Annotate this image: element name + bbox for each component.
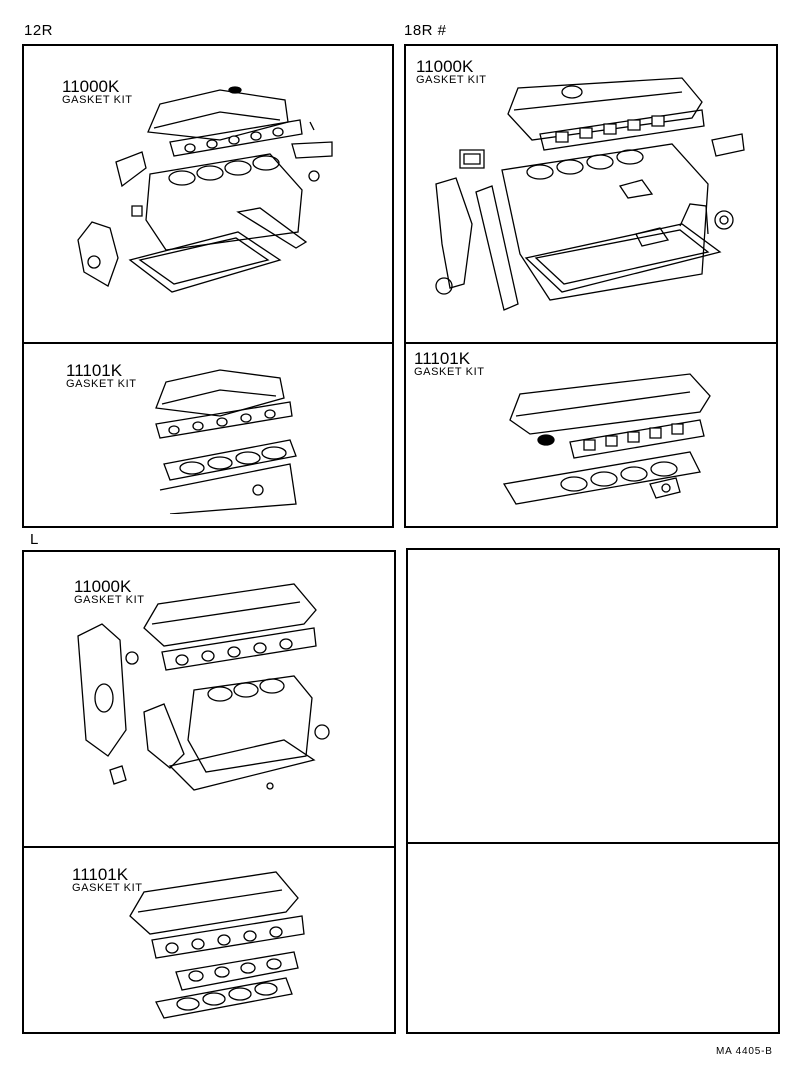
full-engine-gasket-set-icon (74, 580, 346, 794)
part-number-12r-11101k: 11101K (66, 361, 123, 380)
panel-divider-empty (406, 842, 780, 844)
part-description-18r-11000k: GASKET KIT (416, 74, 487, 86)
section-label-18r: 18R # (404, 22, 447, 39)
full-engine-gasket-set-icon (70, 82, 340, 302)
part-description-l-11000k: GASKET KIT (74, 594, 145, 606)
head-gasket-set-icon (140, 364, 310, 514)
panel-18r (404, 44, 778, 528)
panel-l (22, 550, 396, 1034)
panel-divider-l (22, 846, 396, 848)
panel-divider-18r (404, 342, 778, 344)
head-gasket-set-icon (126, 868, 316, 1020)
part-number-18r-11101k: 11101K (414, 349, 471, 368)
panel-divider-12r (22, 342, 394, 344)
head-gasket-set-icon (500, 364, 722, 520)
drawing-code: MA 4405-B (716, 1046, 773, 1057)
part-number-l-11101k: 11101K (72, 865, 129, 884)
panel-12r (22, 44, 394, 528)
part-description-18r-11101k: GASKET KIT (414, 366, 485, 378)
section-label-12r: 12R (24, 22, 54, 39)
part-number-l-11000k: 11000K (74, 577, 132, 596)
panel-empty (406, 548, 780, 1034)
part-number-18r-11000k: 11000K (416, 57, 474, 76)
part-description-12r-11101k: GASKET KIT (66, 378, 137, 390)
part-number-12r-11000k: 11000K (62, 77, 120, 96)
part-description-12r-11000k: GASKET KIT (62, 94, 133, 106)
part-description-l-11101k: GASKET KIT (72, 882, 143, 894)
full-engine-gasket-set-icon (432, 74, 754, 330)
section-label-l: L (30, 531, 39, 548)
